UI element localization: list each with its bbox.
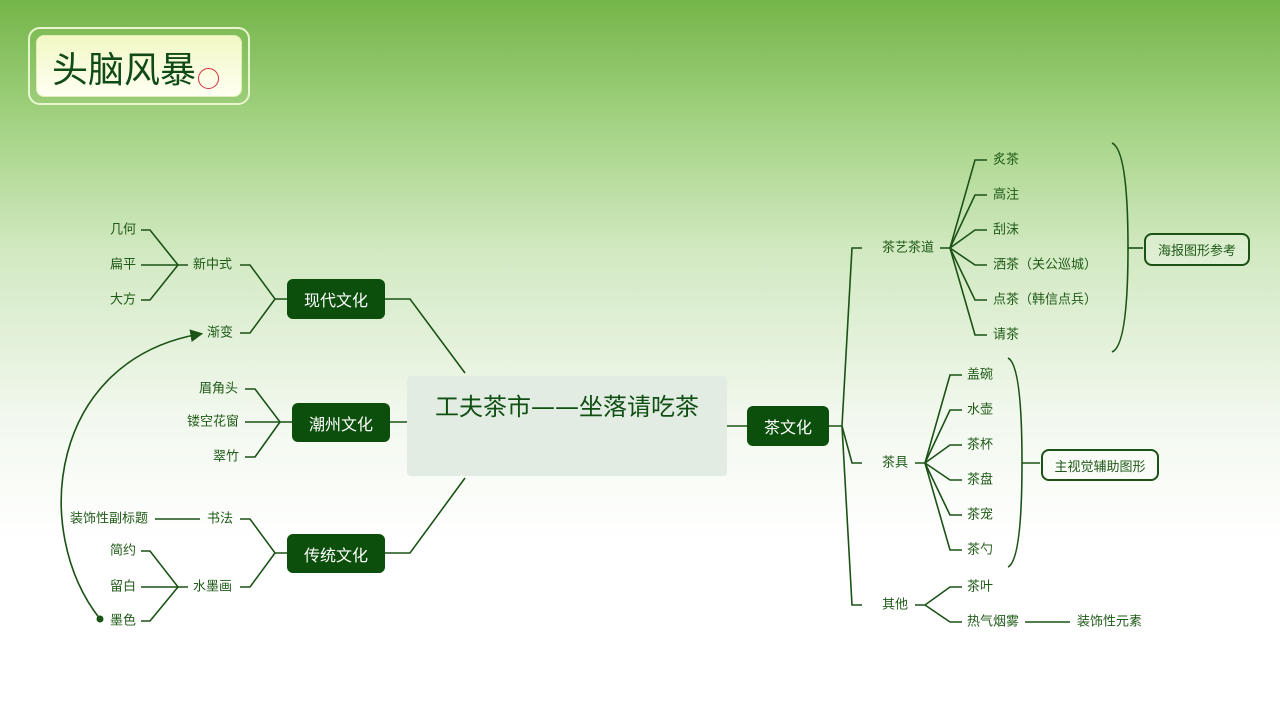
topic-leaf[interactable]: 茶宠 (967, 507, 994, 523)
topic-leaf[interactable]: 眉角头 (199, 381, 239, 397)
central-topic[interactable]: 工夫茶市——坐落请吃茶 (407, 376, 727, 476)
topic-leaf[interactable]: 墨色 (110, 613, 137, 629)
topic-leaf[interactable]: 留白 (110, 579, 137, 595)
topic-leaf[interactable]: 炙茶 (993, 152, 1020, 168)
topic-leaf[interactable]: 茶勺 (967, 542, 994, 558)
topic-chayi[interactable]: 茶艺茶道 (882, 240, 935, 256)
topic-leaf[interactable]: 刮沫 (993, 222, 1020, 238)
topic-jianbian[interactable]: 渐变 (207, 325, 234, 341)
node-modern-culture[interactable]: 现代文化 (287, 279, 385, 319)
topic-leaf[interactable]: 点茶（韩信点兵） (993, 292, 1098, 308)
topic-other[interactable]: 其他 (882, 597, 909, 613)
topic-chaju[interactable]: 茶具 (882, 455, 909, 471)
topic-leaf[interactable]: 盖碗 (967, 367, 994, 383)
topic-decor-note[interactable]: 装饰性元素 (1077, 614, 1143, 630)
topic-leaf[interactable]: 水壶 (967, 402, 994, 418)
node-chaozhou-culture[interactable]: 潮州文化 (292, 403, 390, 442)
topic-leaf[interactable]: 高注 (993, 187, 1020, 203)
topic-leaf[interactable]: 简约 (110, 543, 137, 559)
topic-leaf[interactable]: 几何 (110, 222, 137, 238)
topic-shufa[interactable]: 书法 (207, 511, 234, 527)
topic-leaf[interactable]: 大方 (110, 292, 137, 308)
topic-leaf[interactable]: 茶叶 (967, 579, 994, 595)
summary-poster-reference[interactable]: 海报图形参考 (1144, 233, 1250, 266)
node-tea-culture[interactable]: 茶文化 (747, 406, 829, 446)
topic-shuimo[interactable]: 水墨画 (193, 579, 233, 595)
topic-xinzhongshi[interactable]: 新中式 (193, 257, 233, 273)
topic-shufa-note[interactable]: 装饰性副标题 (70, 511, 149, 527)
topic-leaf[interactable]: 请茶 (993, 327, 1020, 343)
title-banner: 头脑风暴 (28, 27, 250, 105)
cursor-circle-icon (198, 68, 219, 89)
node-traditional-culture[interactable]: 传统文化 (287, 534, 385, 573)
topic-leaf[interactable]: 扁平 (110, 257, 137, 273)
topic-leaf[interactable]: 茶盘 (967, 472, 994, 488)
topic-leaf[interactable]: 镂空花窗 (187, 414, 240, 430)
topic-leaf[interactable]: 翠竹 (213, 449, 240, 465)
page-title: 头脑风暴 (52, 50, 197, 91)
topic-leaf[interactable]: 洒茶（关公巡城） (993, 257, 1098, 273)
topic-leaf[interactable]: 热气烟雾 (967, 614, 1020, 630)
topic-leaf[interactable]: 茶杯 (967, 437, 994, 453)
summary-main-visual[interactable]: 主视觉辅助图形 (1041, 449, 1159, 481)
